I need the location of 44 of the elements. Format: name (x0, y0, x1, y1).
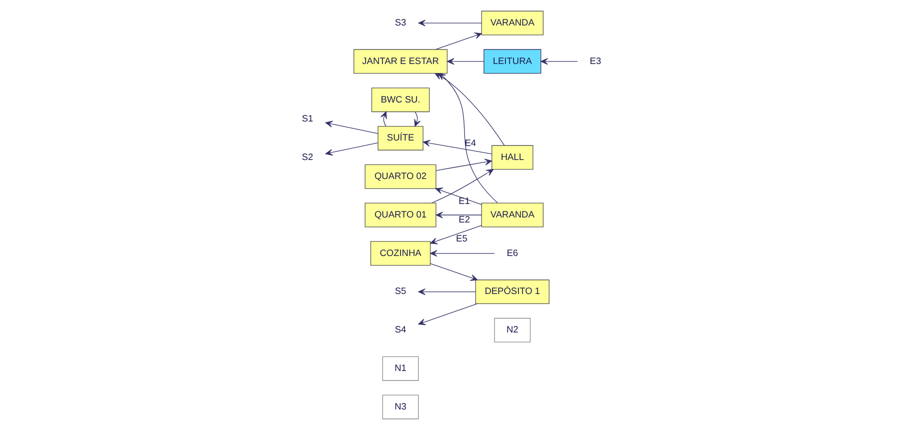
node-box: N1 (382, 356, 419, 381)
arrow (380, 111, 387, 127)
arrow (435, 32, 482, 50)
node-text: S3 (394, 17, 406, 28)
node-box: JANTAR E ESTAR (354, 49, 448, 74)
arrow (430, 263, 478, 281)
node-box: VARANDA (481, 202, 544, 228)
edge-label: E5 (456, 234, 468, 244)
edge-label: E4 (464, 138, 476, 148)
edge-label: E1 (458, 196, 470, 206)
node-text: S4 (394, 324, 406, 335)
arrow (418, 303, 478, 326)
arrow (325, 120, 378, 134)
node-box: VARANDA (481, 10, 544, 36)
node-box: DEPÓSITO 1 (475, 280, 550, 304)
node-box: SUÍTE (378, 126, 424, 150)
node-text: S5 (394, 286, 406, 296)
arrow (430, 250, 495, 257)
node-text: S2 (302, 152, 314, 162)
arrow (414, 111, 420, 127)
arrow (430, 225, 482, 244)
node-box: N3 (382, 394, 419, 420)
arrow (435, 188, 482, 205)
arrow (438, 73, 498, 204)
node-text: S1 (302, 113, 314, 124)
node-box: QUARTO 02 (364, 164, 436, 189)
node-box: BWC SU. (371, 88, 430, 112)
arrow (447, 58, 484, 65)
arrow (418, 288, 476, 296)
node-box: N2 (494, 318, 531, 342)
node-text: E6 (506, 248, 518, 258)
edge-label: E2 (458, 214, 470, 224)
arrow (540, 58, 578, 65)
node-text: E3 (590, 56, 602, 66)
arrow (436, 212, 482, 218)
node-box: QUARTO 01 (364, 202, 436, 228)
arrow (418, 20, 482, 26)
arrow (431, 169, 494, 204)
arrow (436, 158, 492, 171)
arrow (422, 140, 492, 154)
node-box: COZINHA (370, 241, 431, 266)
arrow (325, 142, 378, 156)
node-box: HALL (492, 145, 534, 170)
node-box: LEITURA (484, 49, 542, 74)
